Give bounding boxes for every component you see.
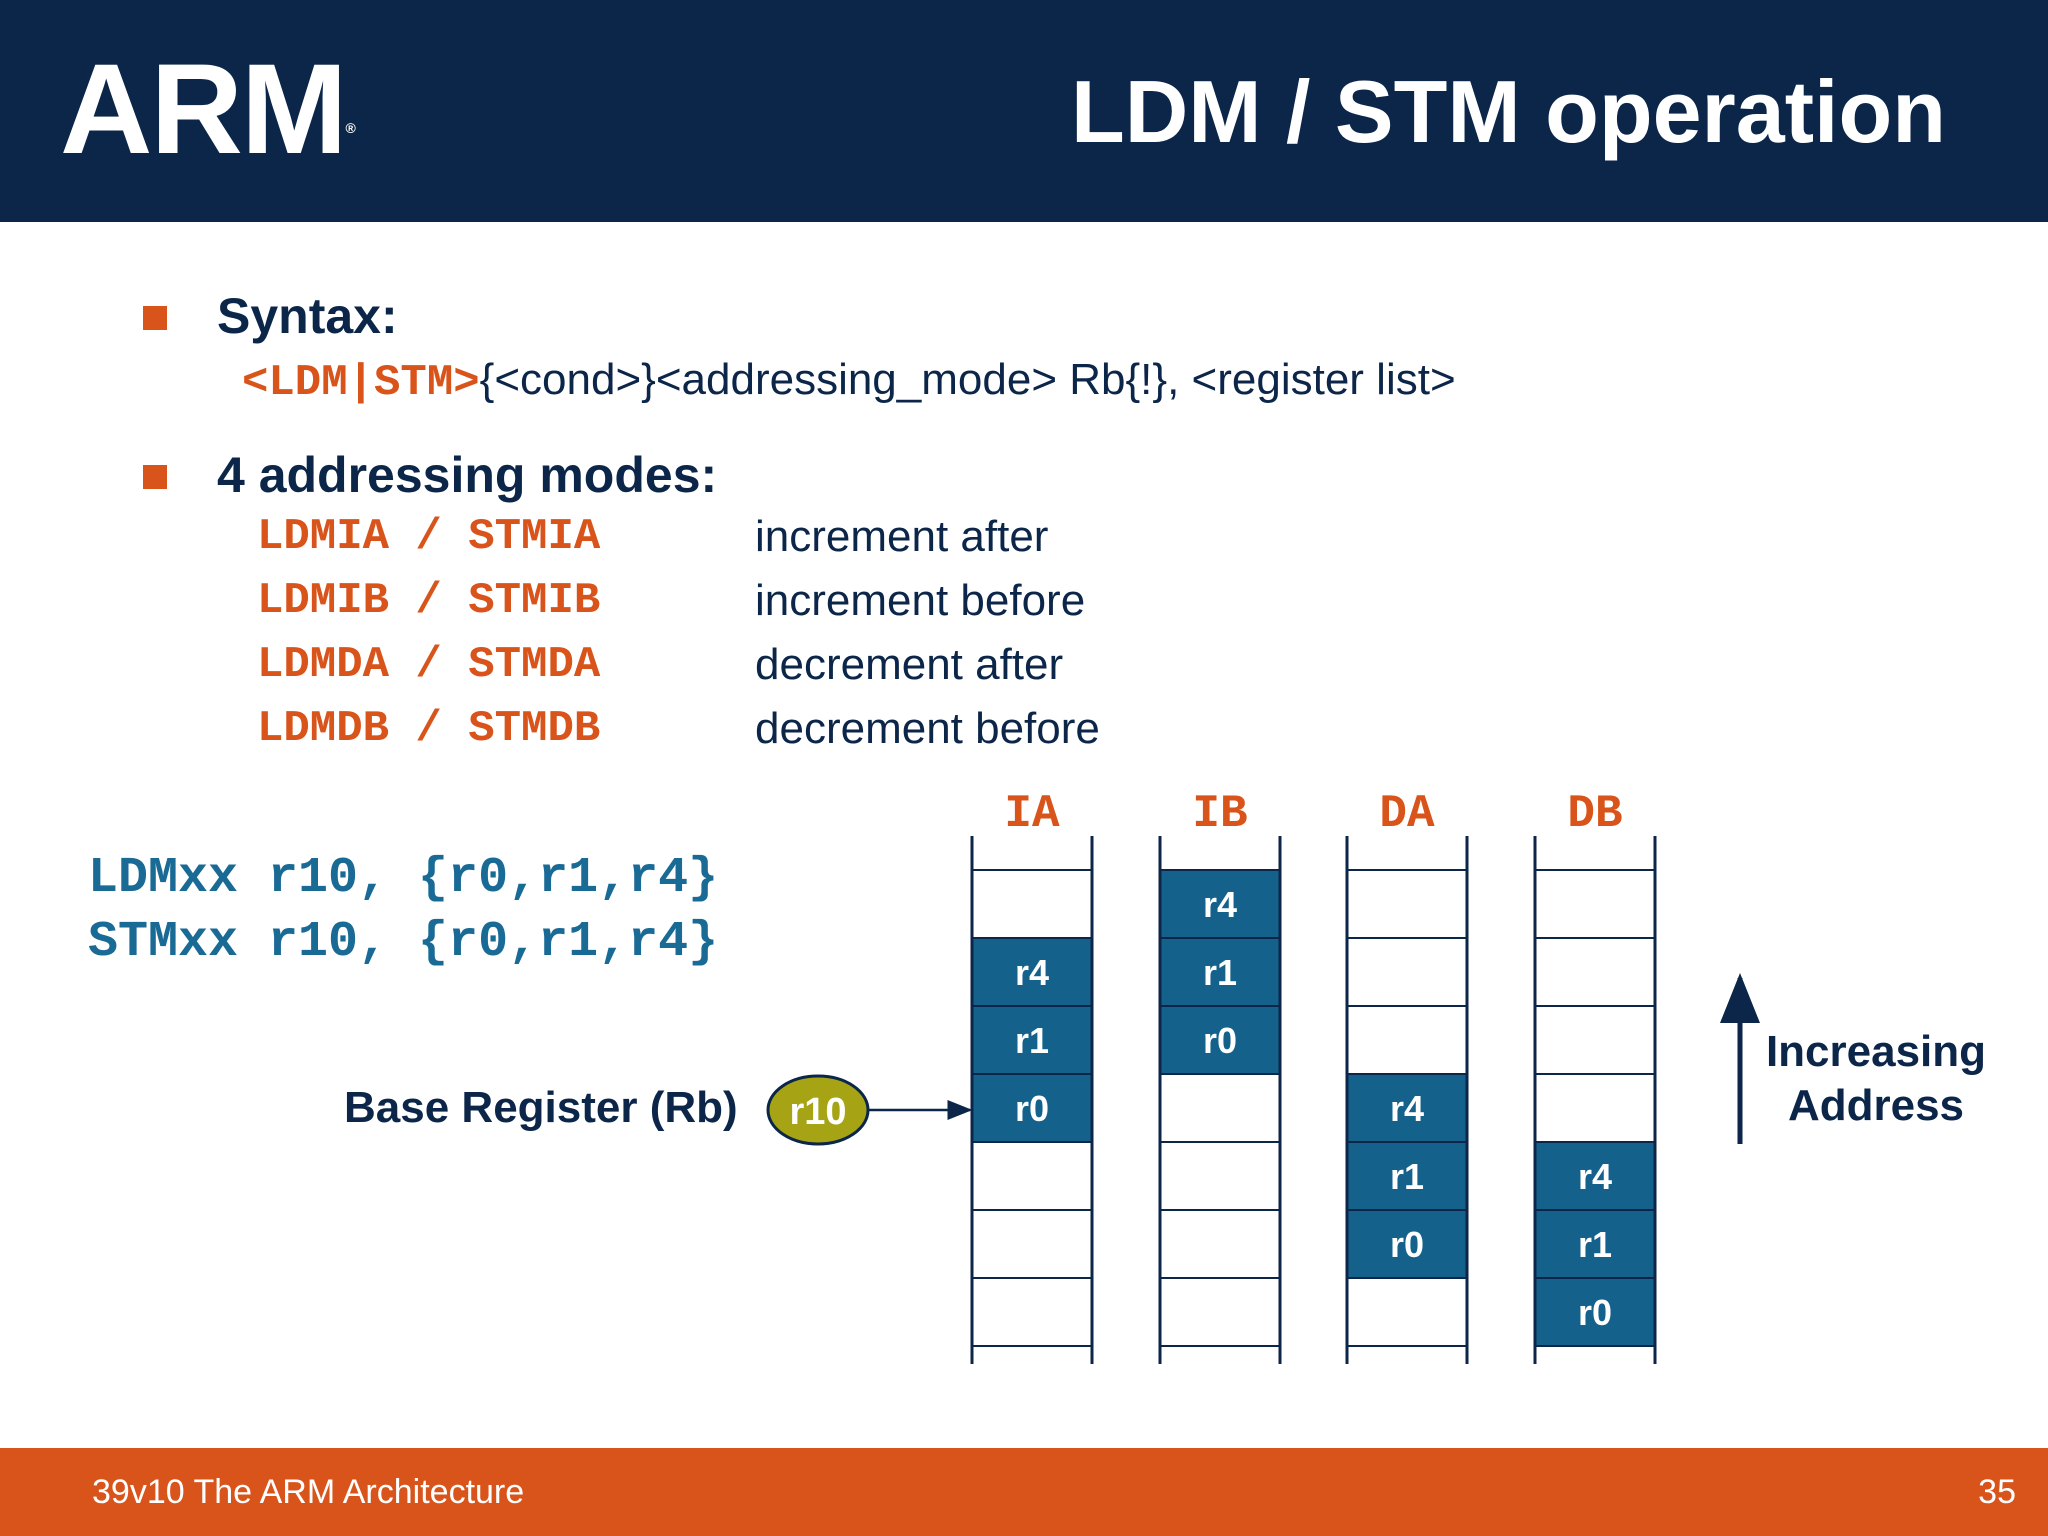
register-cell xyxy=(1347,1074,1467,1142)
register-cell xyxy=(1347,1210,1467,1278)
syntax-line: <LDM|STM>{<cond>}<addressing_mode> Rb{!}… xyxy=(242,352,1456,411)
register-cell-label: r4 xyxy=(1578,1156,1612,1197)
empty-cell xyxy=(1347,870,1467,938)
register-cell xyxy=(1535,1142,1655,1210)
column-label: IA xyxy=(1004,788,1060,840)
empty-cell xyxy=(1160,1074,1280,1142)
column-label: IB xyxy=(1192,788,1247,840)
syntax-heading: Syntax: xyxy=(217,288,398,344)
empty-cell xyxy=(1535,870,1655,938)
register-cell xyxy=(1160,1006,1280,1074)
register-cell xyxy=(972,1074,1092,1142)
base-register-node xyxy=(766,1074,870,1146)
empty-cell xyxy=(1160,1142,1280,1210)
empty-cell xyxy=(972,1278,1092,1346)
empty-cell xyxy=(972,1210,1092,1278)
empty-cell xyxy=(1535,1006,1655,1074)
mode-code: LDMDA / STMDA xyxy=(257,640,601,690)
register-cell xyxy=(1535,1210,1655,1278)
empty-cell xyxy=(1160,1278,1280,1346)
register-cell-label: r1 xyxy=(1578,1224,1612,1265)
page-number: 35 xyxy=(1978,1473,2016,1511)
syntax-rest: {<cond>}<addressing_mode> Rb{!}, <regist… xyxy=(479,355,1456,404)
register-cell xyxy=(1347,1142,1467,1210)
mode-desc: increment after xyxy=(755,512,1049,561)
register-cell-label: r0 xyxy=(1390,1224,1424,1265)
modes-heading: 4 addressing modes: xyxy=(217,447,718,503)
address-note-line2: Address xyxy=(1788,1081,1964,1130)
register-cell xyxy=(1160,870,1280,938)
slide-title: LDM / STM operation xyxy=(1070,62,1946,161)
address-note-line1: Increasing xyxy=(1766,1027,1986,1076)
mode-code: LDMIB / STMIB xyxy=(257,576,601,626)
register-cell-label: r1 xyxy=(1390,1156,1424,1197)
register-cell-label: r0 xyxy=(1578,1292,1612,1333)
register-cell-label: r4 xyxy=(1390,1088,1424,1129)
register-cell-label: r0 xyxy=(1015,1088,1049,1129)
column-label: DB xyxy=(1567,788,1622,840)
mode-desc: increment before xyxy=(755,576,1086,625)
register-cell-label: r1 xyxy=(1203,952,1237,993)
register-cell xyxy=(1535,1278,1655,1346)
empty-cell xyxy=(1347,938,1467,1006)
register-cell-label: r4 xyxy=(1203,884,1237,925)
bullet-icon xyxy=(143,306,167,330)
header-bar: ARM® LDM / STM operation xyxy=(0,0,2048,222)
register-cell-label: r0 xyxy=(1203,1020,1237,1061)
empty-cell xyxy=(1535,1074,1655,1142)
mode-desc: decrement after xyxy=(755,640,1064,689)
footer-text: 39v10 The ARM Architecture xyxy=(92,1473,525,1511)
ldm-code-line: LDMxx r10, {r0,r1,r4} xyxy=(88,850,719,907)
register-cell-label: r1 xyxy=(1015,1020,1049,1061)
empty-cell xyxy=(1347,1006,1467,1074)
register-cell xyxy=(1160,938,1280,1006)
empty-cell xyxy=(972,870,1092,938)
register-cell xyxy=(972,938,1092,1006)
mode-desc: decrement before xyxy=(755,704,1100,753)
empty-cell xyxy=(1347,1278,1467,1346)
bullet-icon xyxy=(143,465,167,489)
empty-cell xyxy=(1535,938,1655,1006)
empty-cell xyxy=(972,1142,1092,1210)
base-register-label: Base Register (Rb) xyxy=(344,1083,738,1132)
footer-bar: 39v10 The ARM Architecture 35 xyxy=(0,1448,2048,1536)
mode-code: LDMDB / STMDB xyxy=(257,704,601,754)
mode-code: LDMIA / STMIA xyxy=(257,512,601,562)
register-cell xyxy=(972,1006,1092,1074)
base-register-value: r10 xyxy=(789,1091,846,1133)
column-label: DA xyxy=(1379,788,1435,840)
empty-cell xyxy=(1160,1210,1280,1278)
syntax-code: <LDM|STM> xyxy=(242,358,480,408)
stm-code-line: STMxx r10, {r0,r1,r4} xyxy=(88,914,719,971)
register-cell-label: r4 xyxy=(1015,952,1049,993)
arm-logo: ARM® xyxy=(60,38,356,181)
